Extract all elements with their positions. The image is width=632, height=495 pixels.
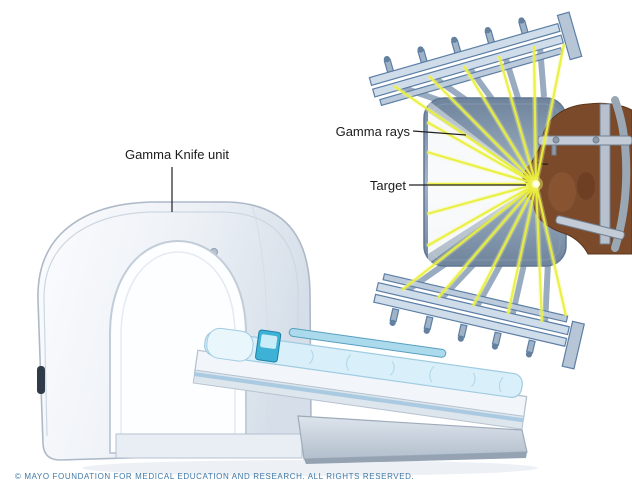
leader-line-gamma-rays — [412, 130, 467, 136]
leader-lines — [171, 130, 526, 212]
target-label: Target — [369, 178, 406, 193]
patient-bed — [192, 327, 528, 430]
bottom-collimator-rails — [373, 273, 585, 370]
bed-mattress — [204, 331, 523, 398]
bed-pillow — [206, 327, 254, 362]
target-point — [529, 177, 543, 191]
floor-shadow — [82, 460, 538, 476]
machine-bore-arch — [109, 240, 247, 454]
machine-side-slot — [37, 366, 45, 394]
stereotactic-frame — [537, 96, 632, 252]
copyright-notice: © MAYO FOUNDATION FOR MEDICAL EDUCATION … — [15, 472, 415, 481]
gamma-rays-label: Gamma rays — [335, 124, 410, 139]
machine-base — [115, 433, 303, 459]
bed-far-rail — [288, 327, 447, 358]
gamma-knife-unit-label: Gamma Knife unit — [124, 147, 229, 162]
bed-pedestal — [297, 415, 528, 464]
